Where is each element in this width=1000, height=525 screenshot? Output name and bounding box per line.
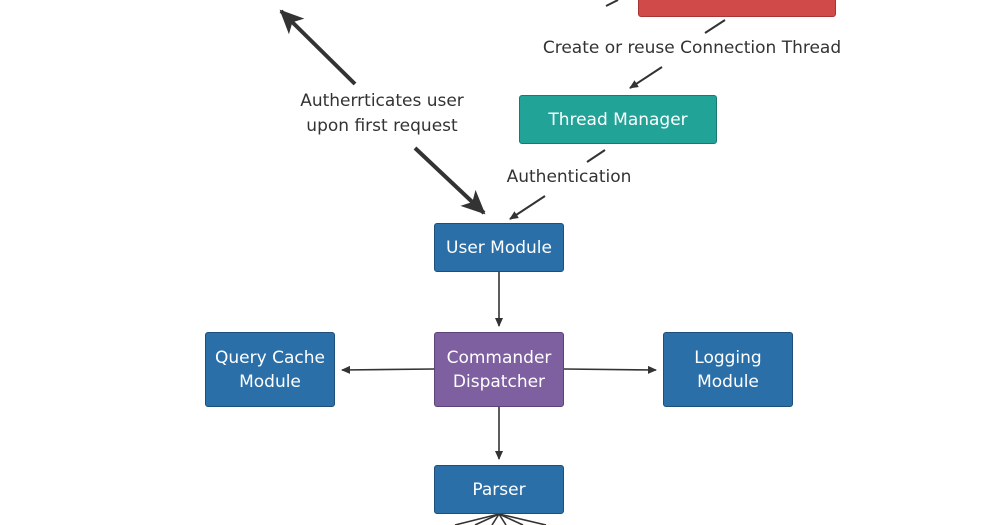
arrow-dispatcher-to-cache xyxy=(341,365,435,374)
arrow-stub-top xyxy=(605,0,619,7)
thread-manager-label: Thread Manager xyxy=(548,109,688,130)
arrow-authenticates-up xyxy=(279,9,357,86)
user-module-label: User Module xyxy=(446,237,552,258)
edge-label-authentication: Authentication xyxy=(500,165,638,190)
edge-label-authenticates-user: Autherrticates user upon first request xyxy=(294,89,470,139)
arrow-thread-to-user xyxy=(509,195,546,220)
arrow-authenticates-down xyxy=(413,146,486,215)
parser-label: Parser xyxy=(472,479,526,500)
thread-manager-box: Thread Manager xyxy=(519,95,717,144)
arrow-thread-to-user-top xyxy=(586,149,606,163)
connection-handling-box xyxy=(638,0,836,17)
query-cache-module-label: Query Cache Module xyxy=(215,347,325,392)
parser-fanout-lines xyxy=(454,513,547,525)
logging-module-box: Logging Module xyxy=(663,332,793,407)
commander-dispatcher-box: Commander Dispatcher xyxy=(434,332,564,407)
arrow-connection-to-thread-manager xyxy=(629,66,663,89)
arrow-connection-to-thread-manager-top xyxy=(704,19,726,34)
parser-box: Parser xyxy=(434,465,564,514)
query-cache-module-box: Query Cache Module xyxy=(205,332,335,407)
commander-dispatcher-label: Commander Dispatcher xyxy=(446,347,552,392)
user-module-box: User Module xyxy=(434,223,564,272)
edge-label-create-or-reuse: Create or reuse Connection Thread xyxy=(540,36,844,61)
arrow-dispatcher-to-logging xyxy=(563,365,657,374)
logging-module-label: Logging Module xyxy=(694,347,762,392)
